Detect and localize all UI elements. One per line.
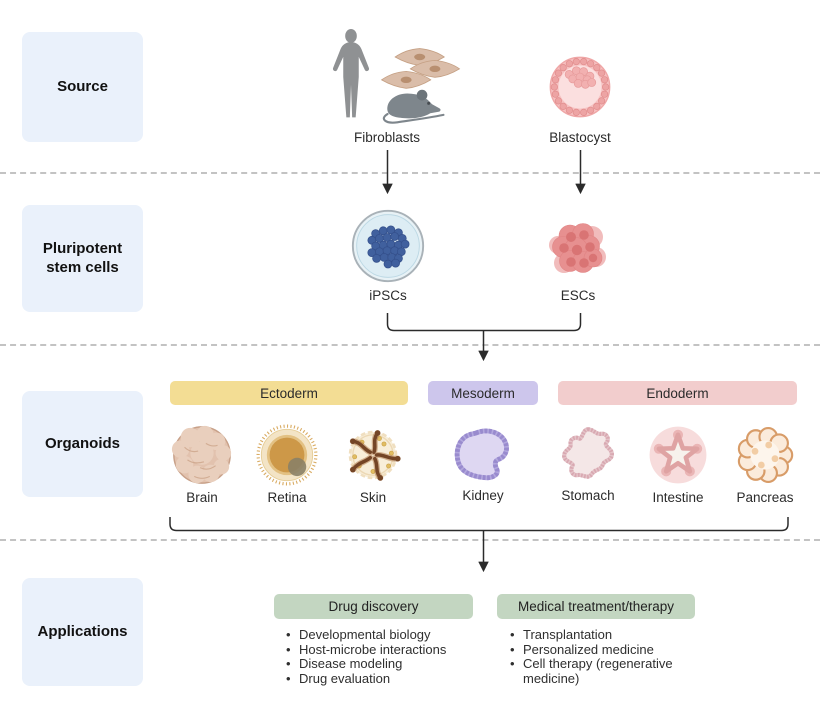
blastocyst-icon bbox=[549, 56, 611, 118]
mesoderm-band-text: Mesoderm bbox=[451, 385, 515, 401]
divider-organoids-applications bbox=[0, 539, 820, 541]
stomach-label: Stomach bbox=[561, 488, 614, 503]
row-label-pluripotent: Pluripotent stem cells bbox=[22, 205, 143, 312]
drug-discovery-header: Drug discovery bbox=[274, 594, 473, 619]
kidney-label-text: Kidney bbox=[462, 488, 504, 503]
mouse-icon bbox=[382, 89, 445, 124]
bracket-organoids bbox=[169, 517, 789, 532]
list-item: Developmental biology bbox=[282, 627, 487, 643]
organoid-brain: Brain bbox=[161, 422, 243, 505]
retina-label: Retina bbox=[267, 490, 306, 505]
list-item: Transplantation bbox=[506, 627, 691, 643]
fibroblast-cells-icon bbox=[380, 48, 461, 89]
stomach-label-text: Stomach bbox=[561, 488, 615, 503]
blastocyst-label-text: Blastocyst bbox=[549, 130, 611, 145]
ectoderm-band-text: Ectoderm bbox=[260, 385, 318, 401]
row-label-organoids-text: Organoids bbox=[44, 434, 120, 452]
medical-treatment-list: Transplantation Personalized medicine Ce… bbox=[506, 627, 691, 687]
drug-discovery-list: Developmental biology Host-microbe inter… bbox=[282, 627, 487, 687]
medical-treatment-header: Medical treatment/therapy bbox=[497, 594, 695, 619]
row-label-applications: Applications bbox=[22, 578, 143, 686]
intestine-label-text: Intestine bbox=[652, 490, 704, 505]
skin-label-text: Skin bbox=[359, 490, 387, 505]
brain-label: Brain bbox=[186, 490, 218, 505]
list-item: Disease modeling bbox=[282, 657, 487, 672]
germ-layer-endoderm-band: Endoderm bbox=[558, 381, 797, 405]
bracket-stemcells bbox=[386, 313, 582, 332]
pancreas-label-text: Pancreas bbox=[736, 490, 794, 505]
germ-layer-mesoderm-band: Mesoderm bbox=[428, 381, 538, 405]
medical-treatment-header-text: Medical treatment/therapy bbox=[517, 599, 675, 614]
retina-organoid-icon bbox=[256, 424, 318, 486]
organoid-stomach: Stomach bbox=[547, 422, 629, 503]
divider-stemcells-organoids bbox=[0, 344, 820, 346]
retina-label-text: Retina bbox=[267, 490, 307, 505]
row-label-pluripotent-text: Pluripotent stem cells bbox=[42, 239, 123, 276]
organoid-kidney: Kidney bbox=[442, 422, 524, 503]
intestine-organoid-icon bbox=[649, 426, 707, 484]
row-label-source: Source bbox=[22, 32, 143, 142]
skin-label: Skin bbox=[360, 490, 386, 505]
fibroblasts-label: Fibroblasts bbox=[327, 130, 447, 145]
divider-source-stemcells bbox=[0, 172, 820, 174]
endoderm-band-text: Endoderm bbox=[646, 385, 709, 401]
list-item: Host-microbe interactions bbox=[282, 642, 487, 658]
organoid-intestine: Intestine bbox=[637, 422, 719, 505]
blastocyst-label: Blastocyst bbox=[520, 130, 640, 145]
list-item: Personalized medicine bbox=[506, 642, 691, 658]
kidney-label: Kidney bbox=[462, 488, 503, 503]
brain-organoid-icon bbox=[171, 425, 232, 484]
fibroblasts-label-text: Fibroblasts bbox=[353, 130, 421, 145]
brain-label-text: Brain bbox=[186, 490, 218, 505]
row-label-source-text: Source bbox=[57, 77, 108, 95]
ipsc-petri-dish-icon bbox=[351, 209, 425, 283]
organoid-pancreas: Pancreas bbox=[724, 422, 806, 505]
skin-organoid-icon bbox=[348, 430, 401, 481]
escs-label-text: ESCs bbox=[560, 288, 596, 303]
intestine-label: Intestine bbox=[652, 490, 703, 505]
pancreas-organoid-icon bbox=[737, 427, 794, 483]
row-label-organoids: Organoids bbox=[22, 391, 143, 497]
organoid-retina: Retina bbox=[246, 422, 328, 505]
human-body-icon bbox=[332, 29, 370, 118]
germ-layer-ectoderm-band: Ectoderm bbox=[170, 381, 408, 405]
row-label-applications-text: Applications bbox=[37, 622, 128, 640]
ipscs-label: iPSCs bbox=[328, 288, 448, 303]
list-item: Cell therapy (regenerative medicine) bbox=[506, 656, 691, 686]
stomach-organoid-icon bbox=[562, 427, 614, 479]
esc-cell-cluster-icon bbox=[549, 223, 606, 273]
drug-discovery-header-text: Drug discovery bbox=[328, 599, 419, 614]
ipscs-label-text: iPSCs bbox=[369, 288, 407, 303]
pancreas-label: Pancreas bbox=[736, 490, 793, 505]
escs-label: ESCs bbox=[518, 288, 638, 303]
organoid-skin: Skin bbox=[332, 422, 414, 505]
kidney-organoid-icon bbox=[454, 428, 509, 481]
list-item: Drug evaluation bbox=[282, 671, 487, 687]
